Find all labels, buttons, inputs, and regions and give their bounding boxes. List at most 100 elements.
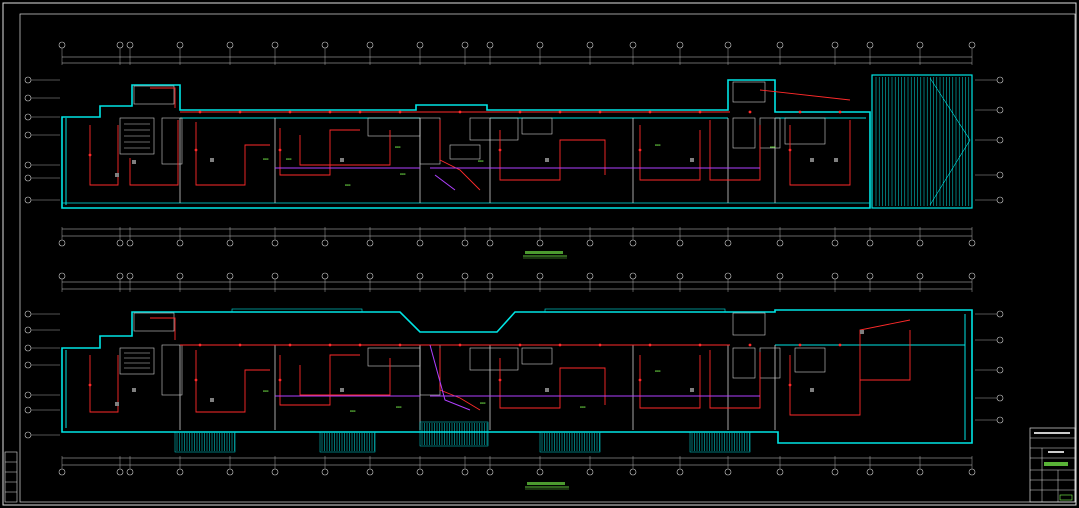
axis-bubble [996,196,1004,204]
axis-bubble [776,272,784,280]
outlet [648,110,652,114]
svg-text:▬▬▬: ▬▬▬ [400,172,406,176]
axis-bubble [226,468,234,476]
outlet [328,343,332,347]
svg-text:▬▬▬: ▬▬▬ [263,157,269,161]
axis-bubble [116,272,124,280]
outlet [328,110,332,114]
axis-bubble [676,239,684,247]
outlet [358,110,362,114]
axis-bubble [996,394,1004,402]
title-block [1029,427,1076,503]
svg-text:▬▬▬: ▬▬▬ [396,405,402,409]
axis-bubble [126,272,134,280]
outlet [458,110,462,114]
svg-text:▬▬▬: ▬▬▬ [770,145,776,149]
axis-bubble [916,272,924,280]
axis-bubble [676,41,684,49]
axis-bubble [416,41,424,49]
axis-bubble [226,239,234,247]
lighting-circuit-upper [89,87,851,191]
axis-bubble [176,41,184,49]
stair-block-upper-left [119,85,183,165]
axis-bubble [776,41,784,49]
outlet [518,110,522,114]
plan-title-lower [525,482,569,490]
axis-bubbles-top-lower [58,272,976,292]
plan-title-upper [523,251,567,259]
axis-bubble [24,196,32,204]
outlet [798,343,802,347]
outlet [194,378,198,382]
axis-bubble [461,239,469,247]
axis-bubble [831,272,839,280]
axis-bubble [24,326,32,334]
fixture [115,402,119,406]
fixture [690,158,694,162]
axis-bubble [776,468,784,476]
axis-bubble [226,272,234,280]
axis-bubble [536,468,544,476]
axis-bubble [24,161,32,169]
axis-bubble [24,76,32,84]
axis-bubble [116,468,124,476]
outlet [638,148,642,152]
axis-bubble [724,272,732,280]
plan-upper: ▬▬▬▬▬▬▬▬▬ ▬▬▬▬▬▬▬▬▬ ▬▬▬▬▬▬ [24,41,1004,259]
axis-bubble [461,468,469,476]
svg-text:▬▬▬: ▬▬▬ [478,159,484,163]
core-block-upper-mid [367,117,553,165]
fixture [810,158,814,162]
axis-bubble [366,239,374,247]
circuit-labels-lower: ▬▬▬▬▬▬▬▬▬ ▬▬▬▬▬▬▬▬▬ [263,369,661,413]
axis-bubble [629,41,637,49]
fixture [834,158,838,162]
core-block-lower-mid [367,344,553,396]
fixture [210,158,214,162]
axis-bubble [271,239,279,247]
axis-bubble [24,131,32,139]
axis-bubble [24,344,32,352]
axis-bubble [366,41,374,49]
outlet [498,148,502,152]
axis-bubble [968,468,976,476]
svg-text:▬▬▬: ▬▬▬ [286,157,292,161]
axis-bubble [866,239,874,247]
outlet [198,343,202,347]
axis-bubble [996,106,1004,114]
axis-bubble [586,468,594,476]
outlet [838,110,842,114]
outlet [748,110,752,114]
stair-block-lower-left [119,312,183,396]
axis-bubble [24,94,32,102]
axis-bubble [536,41,544,49]
axis-bubble [586,272,594,280]
fixture [340,388,344,392]
axis-bubble [776,239,784,247]
axis-bubble [58,272,66,280]
axis-bubble [996,171,1004,179]
axis-bubble [866,468,874,476]
outlet [358,343,362,347]
svg-text:▬▬▬: ▬▬▬ [580,405,586,409]
outlet [698,110,702,114]
outlet [698,343,702,347]
outlet [598,110,602,114]
axis-bubble [916,239,924,247]
outlet [638,378,642,382]
fixture [545,158,549,162]
axis-bubble [831,239,839,247]
axis-bubble [724,239,732,247]
svg-text:▬▬▬: ▬▬▬ [263,389,269,393]
axis-bubbles-left-upper [24,76,60,204]
axis-bubbles-bottom-lower [58,456,976,476]
outlet [788,383,792,387]
fixture [690,388,694,392]
outlet [88,383,92,387]
outer-wall-upper [61,79,871,209]
axis-bubble [58,41,66,49]
axis-bubble [226,41,234,49]
outlet [498,378,502,382]
